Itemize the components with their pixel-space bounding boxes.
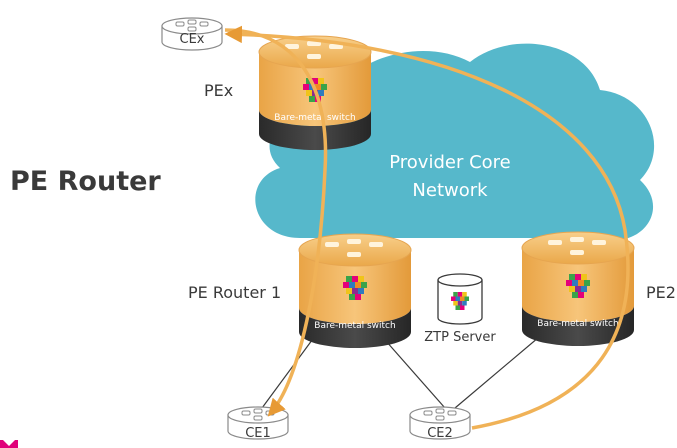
link-pe2-ce2 (454, 331, 546, 409)
cloud-label-line2: Network (412, 180, 488, 201)
path-ce2-to-cex-arrow (224, 25, 630, 430)
corner-accent (0, 440, 18, 448)
path-cex-to-ce1-arrow (224, 28, 328, 417)
ztp-server-icon (437, 273, 483, 325)
page-title: PE Router (10, 166, 161, 197)
ce2-label: CE2 (427, 426, 453, 441)
pex-label: PEx (204, 81, 233, 100)
pe2-switch-label: Bare-metal switch (537, 319, 618, 329)
link-pe1-ce1 (261, 331, 319, 409)
pe1-label: PE Router 1 (188, 283, 281, 302)
ztp-server-label: ZTP Server (424, 330, 496, 345)
pe1-switch-label: Bare-metal switch (314, 321, 395, 331)
pe2-label: PE2 (646, 283, 676, 302)
ce1-label: CE1 (245, 426, 271, 441)
cloud-label-line1: Provider Core (389, 152, 511, 173)
cex-label: CEx (180, 32, 205, 47)
pex-switch-label: Bare-metal switch (274, 113, 355, 123)
